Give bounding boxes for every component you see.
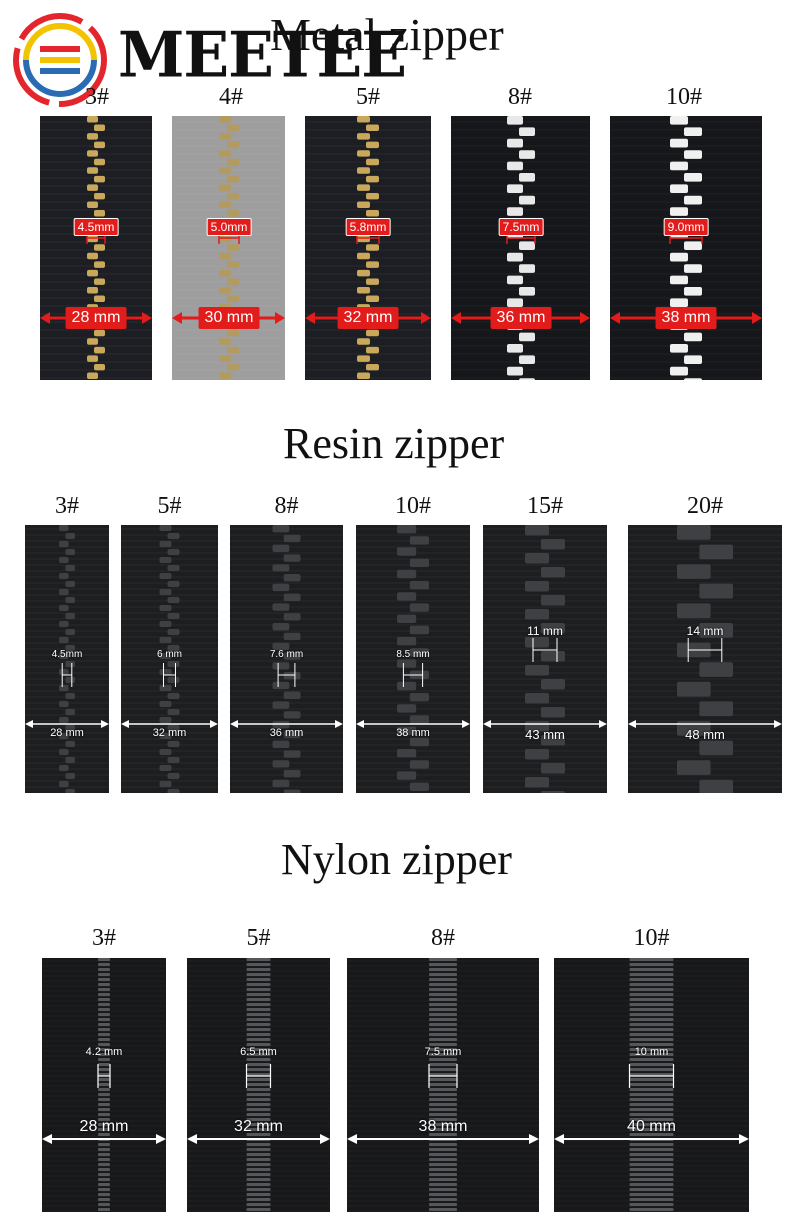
metal-size-label: 8#: [508, 84, 532, 110]
metal-zipper-swatch: [610, 116, 762, 380]
resin-size-label: 8#: [274, 493, 299, 519]
brand-logo: MEETEE: [10, 10, 407, 110]
resin-size-label: 10#: [395, 493, 431, 519]
metal-zipper-image: [610, 116, 762, 380]
resin-width-label: 36 mm: [269, 727, 304, 739]
metal-zipper-image: [172, 116, 285, 380]
metal-zipper-swatch: [305, 116, 431, 380]
nylon-size-label: 3#: [92, 925, 116, 951]
teeth-size-badge: 4.5mm: [73, 218, 119, 236]
brand-name: MEETEE: [118, 18, 407, 93]
width-size-badge: 30 mm: [198, 307, 260, 329]
resin-size-label: 15#: [527, 493, 563, 519]
teeth-size-badge: 7.5mm: [498, 218, 544, 236]
nylon-width-label: 38 mm: [418, 1118, 468, 1135]
resin-size-label: 20#: [687, 493, 723, 519]
metal-size-label: 10#: [666, 84, 702, 110]
nylon-width-label: 40 mm: [627, 1118, 676, 1135]
teeth-size-badge: 9.0mm: [663, 218, 709, 236]
nylon-zipper-image: [42, 958, 166, 1212]
resin-size-label: 5#: [157, 493, 182, 519]
metal-zipper-image: [40, 116, 152, 380]
nylon-teeth-label: 7.5 mm: [424, 1046, 462, 1058]
resin-width-label: 28 mm: [50, 727, 84, 739]
resin-zipper-image: [356, 525, 470, 793]
metal-zipper-image: [305, 116, 431, 380]
nylon-teeth-label: 4.2 mm: [85, 1046, 123, 1058]
resin-zipper-image: [121, 525, 218, 793]
metal-zipper-image: [451, 116, 590, 380]
metal-zipper-swatch: [40, 116, 152, 380]
resin-zipper-image: [628, 525, 782, 793]
resin-zipper-image: [25, 525, 109, 793]
resin-teeth-label: 11 mm: [527, 624, 563, 638]
nylon-zipper-swatch: [347, 958, 539, 1212]
nylon-zipper-image: [187, 958, 330, 1212]
teeth-size-badge: 5.8mm: [345, 218, 391, 236]
resin-zipper-image: [483, 525, 607, 793]
resin-zipper-swatch: [230, 525, 343, 793]
resin-zipper-swatch: [483, 525, 607, 793]
metal-size-label: 4#: [219, 84, 243, 110]
nylon-section-title: Nylon zipper: [281, 835, 512, 884]
nylon-zipper-image: [554, 958, 749, 1212]
resin-zipper-swatch: [25, 525, 109, 793]
nylon-size-label: 8#: [431, 925, 455, 951]
nylon-width-label: 32 mm: [234, 1118, 283, 1135]
width-size-badge: 28 mm: [65, 307, 127, 329]
width-size-badge: 38 mm: [655, 307, 717, 329]
nylon-size-label: 10#: [633, 925, 670, 951]
metal-section-title: Metal zipper: [270, 9, 504, 60]
resin-teeth-label: 8.5 mm: [396, 649, 430, 660]
resin-section-title: Resin zipper: [283, 419, 505, 468]
nylon-width-label: 28 mm: [79, 1118, 129, 1135]
resin-teeth-label: 7.6 mm: [269, 649, 304, 660]
nylon-size-label: 5#: [246, 925, 271, 951]
meetee-logo-icon: [13, 13, 107, 107]
resin-width-label: 32 mm: [152, 727, 187, 739]
nylon-teeth-label: 6.5 mm: [240, 1046, 277, 1058]
nylon-zipper-swatch: [187, 958, 330, 1212]
teeth-size-badge: 5.0mm: [206, 218, 252, 236]
metal-size-label: 3#: [85, 84, 109, 110]
width-size-badge: 32 mm: [337, 307, 399, 329]
resin-zipper-swatch: [121, 525, 218, 793]
metal-zipper-swatch: [172, 116, 285, 380]
resin-zipper-swatch: [628, 525, 782, 793]
resin-width-label: 38 mm: [396, 727, 430, 739]
width-size-badge: 36 mm: [490, 307, 552, 329]
resin-teeth-label: 6 mm: [157, 649, 182, 660]
resin-teeth-label: 4.5mm: [51, 649, 83, 660]
nylon-zipper-image: [347, 958, 539, 1212]
nylon-zipper-swatch: [42, 958, 166, 1212]
resin-width-label: 43 mm: [525, 727, 565, 742]
nylon-zipper-swatch: [554, 958, 749, 1212]
metal-size-label: 5#: [356, 84, 380, 110]
resin-size-label: 3#: [55, 493, 79, 519]
resin-width-label: 48 mm: [685, 727, 725, 742]
resin-teeth-label: 14 mm: [686, 624, 724, 638]
metal-zipper-swatch: [451, 116, 590, 380]
resin-zipper-swatch: [356, 525, 470, 793]
nylon-teeth-label: 10 mm: [634, 1046, 669, 1058]
resin-zipper-image: [230, 525, 343, 793]
